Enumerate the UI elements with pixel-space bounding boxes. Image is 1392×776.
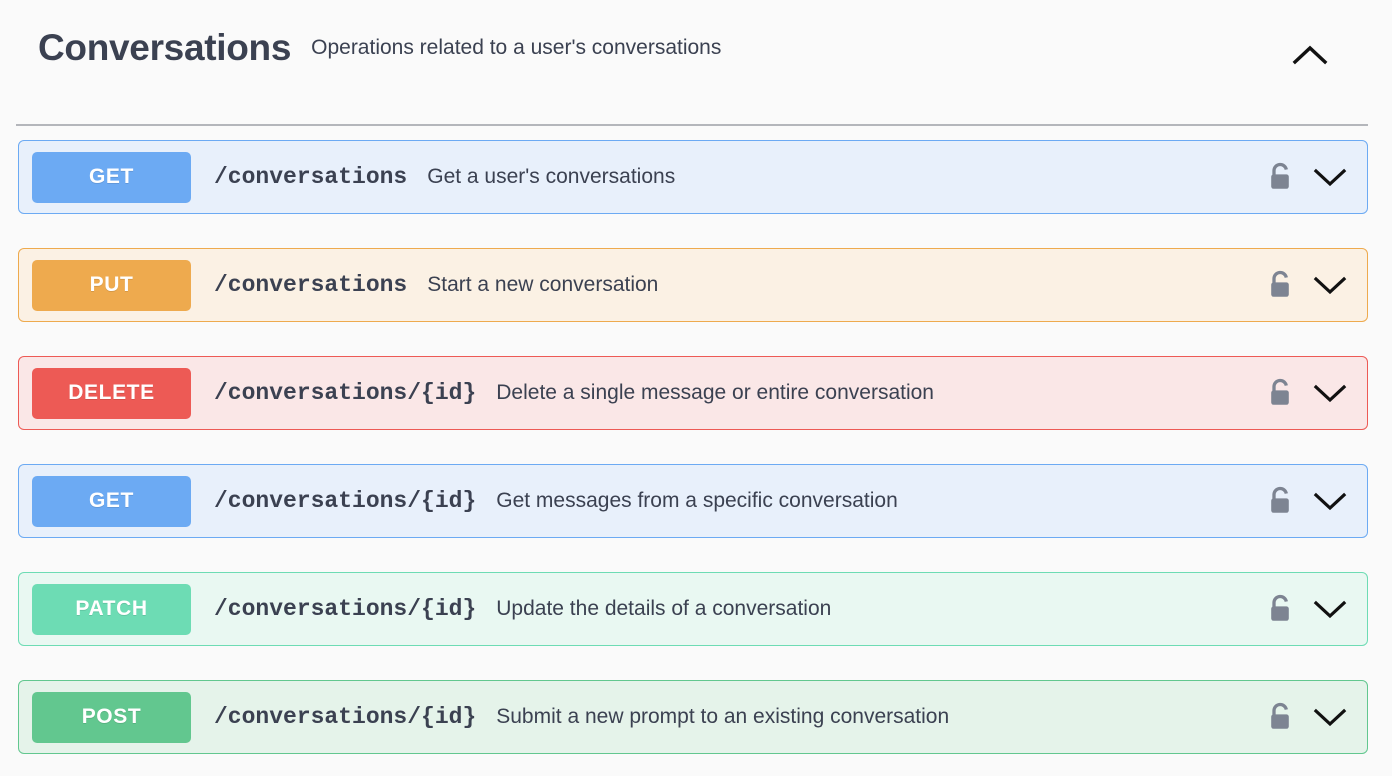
- chevron-down-glyph: [1313, 600, 1347, 619]
- unlocked-padlock-icon[interactable]: [1265, 159, 1295, 195]
- endpoint-path: /conversations: [214, 272, 408, 298]
- unlocked-padlock-glyph: [1271, 702, 1289, 729]
- unlocked-padlock-icon[interactable]: [1265, 375, 1295, 411]
- chevron-up-glyph: [1292, 45, 1328, 65]
- unlocked-padlock-icon[interactable]: [1265, 699, 1295, 735]
- endpoint-path: /conversations/{id}: [214, 596, 477, 622]
- operations-list: GET /conversations Get a user's conversa…: [0, 140, 1392, 776]
- operation-row-delete-2[interactable]: DELETE /conversations/{id} Delete a sing…: [18, 356, 1368, 430]
- unlocked-padlock-glyph: [1271, 486, 1289, 513]
- endpoint-summary: Update the details of a conversation: [496, 597, 832, 620]
- operation-row-get-0[interactable]: GET /conversations Get a user's conversa…: [18, 140, 1368, 214]
- operation-row-patch-4[interactable]: PATCH /conversations/{id} Update the det…: [18, 572, 1368, 646]
- endpoint-path: /conversations/{id}: [214, 704, 477, 730]
- operation-row-put-1[interactable]: PUT /conversations Start a new conversat…: [18, 248, 1368, 322]
- endpoint-summary: Get a user's conversations: [427, 165, 676, 188]
- endpoint-summary: Start a new conversation: [427, 273, 659, 296]
- endpoint-summary: Submit a new prompt to an existing conve…: [496, 705, 950, 728]
- endpoint-summary: Get messages from a specific conversatio…: [496, 489, 898, 512]
- chevron-down-icon[interactable]: [1311, 267, 1349, 303]
- unlocked-padlock-icon[interactable]: [1265, 267, 1295, 303]
- operation-controls: [1265, 591, 1367, 627]
- http-method-badge: POST: [32, 691, 191, 743]
- chevron-down-glyph: [1313, 492, 1347, 511]
- chevron-down-icon[interactable]: [1311, 159, 1349, 195]
- endpoint-path: /conversations/{id}: [214, 380, 477, 406]
- http-method-badge: PATCH: [32, 583, 191, 635]
- unlocked-padlock-glyph: [1271, 378, 1289, 405]
- http-method-badge: GET: [32, 475, 191, 527]
- operation-controls: [1265, 159, 1367, 195]
- chevron-down-icon[interactable]: [1311, 699, 1349, 735]
- tag-header[interactable]: Conversations Operations related to a us…: [0, 0, 1392, 66]
- operation-controls: [1265, 699, 1367, 735]
- http-method-badge: GET: [32, 151, 191, 203]
- endpoint-summary: Delete a single message or entire conver…: [496, 381, 934, 404]
- chevron-down-icon[interactable]: [1311, 375, 1349, 411]
- http-method-badge: PUT: [32, 259, 191, 311]
- chevron-down-icon[interactable]: [1311, 591, 1349, 627]
- operation-row-get-3[interactable]: GET /conversations/{id} Get messages fro…: [18, 464, 1368, 538]
- unlocked-padlock-glyph: [1271, 594, 1289, 621]
- operation-row-post-5[interactable]: POST /conversations/{id} Submit a new pr…: [18, 680, 1368, 754]
- operation-controls: [1265, 267, 1367, 303]
- chevron-down-icon[interactable]: [1311, 483, 1349, 519]
- chevron-down-glyph: [1313, 276, 1347, 295]
- chevron-up-icon[interactable]: [1290, 38, 1330, 72]
- tag-description: Operations related to a user's conversat…: [311, 35, 722, 59]
- operation-controls: [1265, 375, 1367, 411]
- unlocked-padlock-glyph: [1271, 270, 1289, 297]
- endpoint-path: /conversations: [214, 164, 408, 190]
- header-divider: [16, 124, 1368, 126]
- unlocked-padlock-icon[interactable]: [1265, 483, 1295, 519]
- http-method-badge: DELETE: [32, 367, 191, 419]
- chevron-down-glyph: [1313, 708, 1347, 727]
- chevron-down-glyph: [1313, 168, 1347, 187]
- unlocked-padlock-icon[interactable]: [1265, 591, 1295, 627]
- endpoint-path: /conversations/{id}: [214, 488, 477, 514]
- unlocked-padlock-glyph: [1271, 162, 1289, 189]
- chevron-down-glyph: [1313, 384, 1347, 403]
- page-title: Conversations: [38, 26, 292, 68]
- operation-controls: [1265, 483, 1367, 519]
